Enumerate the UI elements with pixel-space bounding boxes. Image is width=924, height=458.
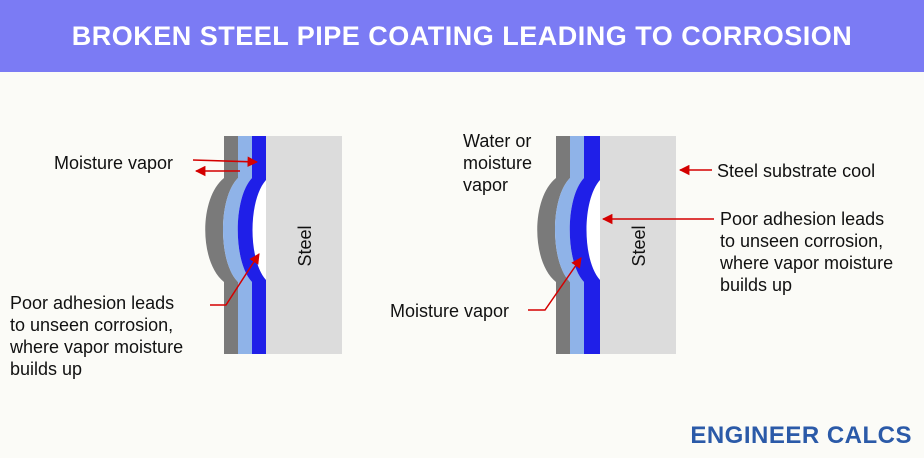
left-adhesion-line-1: Poor adhesion leads (10, 293, 175, 313)
left-steel-block (266, 136, 342, 354)
left-adhesion-line-3: where vapor moisture (10, 337, 184, 357)
left-adhesion-label: Poor adhesion leads to unseen corrosion,… (10, 292, 183, 380)
left-middle-coat (223, 136, 252, 354)
left-moisture-arrow-in (192, 156, 259, 167)
right-adhesion-line-2: to unseen corrosion, (720, 231, 884, 251)
right-adhesion-label: Poor adhesion leads to unseen corrosion,… (720, 208, 893, 296)
right-adhesion-line-3: where vapor moisture (720, 253, 894, 273)
left-adhesion-arrow (210, 253, 260, 306)
brand-logo: ENGINEER CALCS (690, 422, 912, 449)
right-moisture-arrow (528, 257, 582, 311)
right-adhesion-line-1: Poor adhesion leads (720, 209, 885, 229)
right-adhesion-line-4: builds up (720, 275, 793, 295)
right-water-line-1: Water or (463, 131, 532, 151)
header-banner: BROKEN STEEL PIPE COATING LEADING TO COR… (0, 0, 924, 72)
left-inner-coat (237, 136, 266, 354)
right-water-line-3: vapor (463, 175, 509, 195)
left-moisture-label: Moisture vapor (54, 153, 174, 173)
right-pipe-section (528, 136, 714, 354)
left-adhesion-line-2: to unseen corrosion, (10, 315, 174, 335)
right-moisture-label: Moisture vapor (390, 301, 510, 321)
right-middle-coat (555, 136, 584, 354)
right-steel-label: Steel (629, 225, 649, 266)
right-water-line-2: moisture (463, 153, 533, 173)
right-inner-coat (569, 136, 600, 354)
right-substrate-label: Steel substrate cool (717, 161, 876, 181)
right-steel-block (600, 136, 676, 354)
left-pipe-section (192, 136, 342, 354)
right-outer-coat (537, 136, 570, 354)
left-adhesion-line-4: builds up (10, 359, 83, 379)
page-title: BROKEN STEEL PIPE COATING LEADING TO COR… (71, 20, 853, 51)
left-steel-label: Steel (295, 225, 315, 266)
right-water-label: Water or moisture vapor (463, 130, 532, 196)
right-air-gap (586, 180, 600, 280)
